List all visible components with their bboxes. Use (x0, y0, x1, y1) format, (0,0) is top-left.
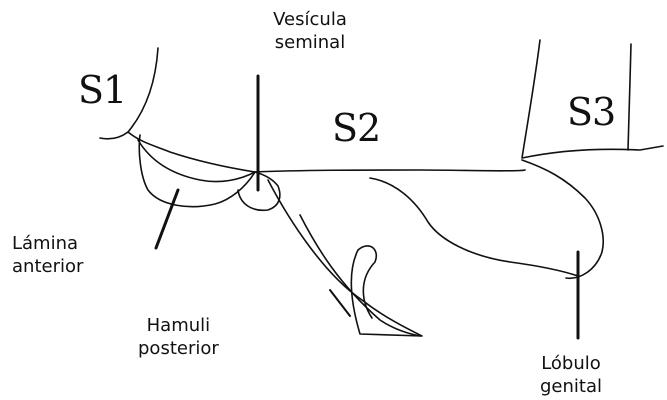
hamuli-inner-curve (300, 215, 420, 336)
label-vesicula-seminal: Vesícula seminal (230, 8, 390, 54)
label-lobulo-genital: Lóbulo genital (540, 352, 602, 398)
leader-hamuli (330, 290, 350, 316)
label-hamuli-posterior: Hamuli posterior (138, 314, 219, 360)
segment-s3-edge (628, 44, 631, 150)
segment-s2-ventral (370, 178, 578, 276)
label-lamina-anterior: Lámina anterior (12, 232, 83, 278)
hamuli-posterior-outline (268, 180, 422, 336)
lamina-anterior-outline (128, 132, 255, 207)
segment-label-s3: S3 (567, 92, 615, 132)
segment-label-s2: S2 (332, 108, 380, 148)
segment-label-s1: S1 (78, 70, 126, 110)
segment-s2-outline (255, 170, 525, 172)
lobulo-genital-outline (522, 160, 603, 278)
